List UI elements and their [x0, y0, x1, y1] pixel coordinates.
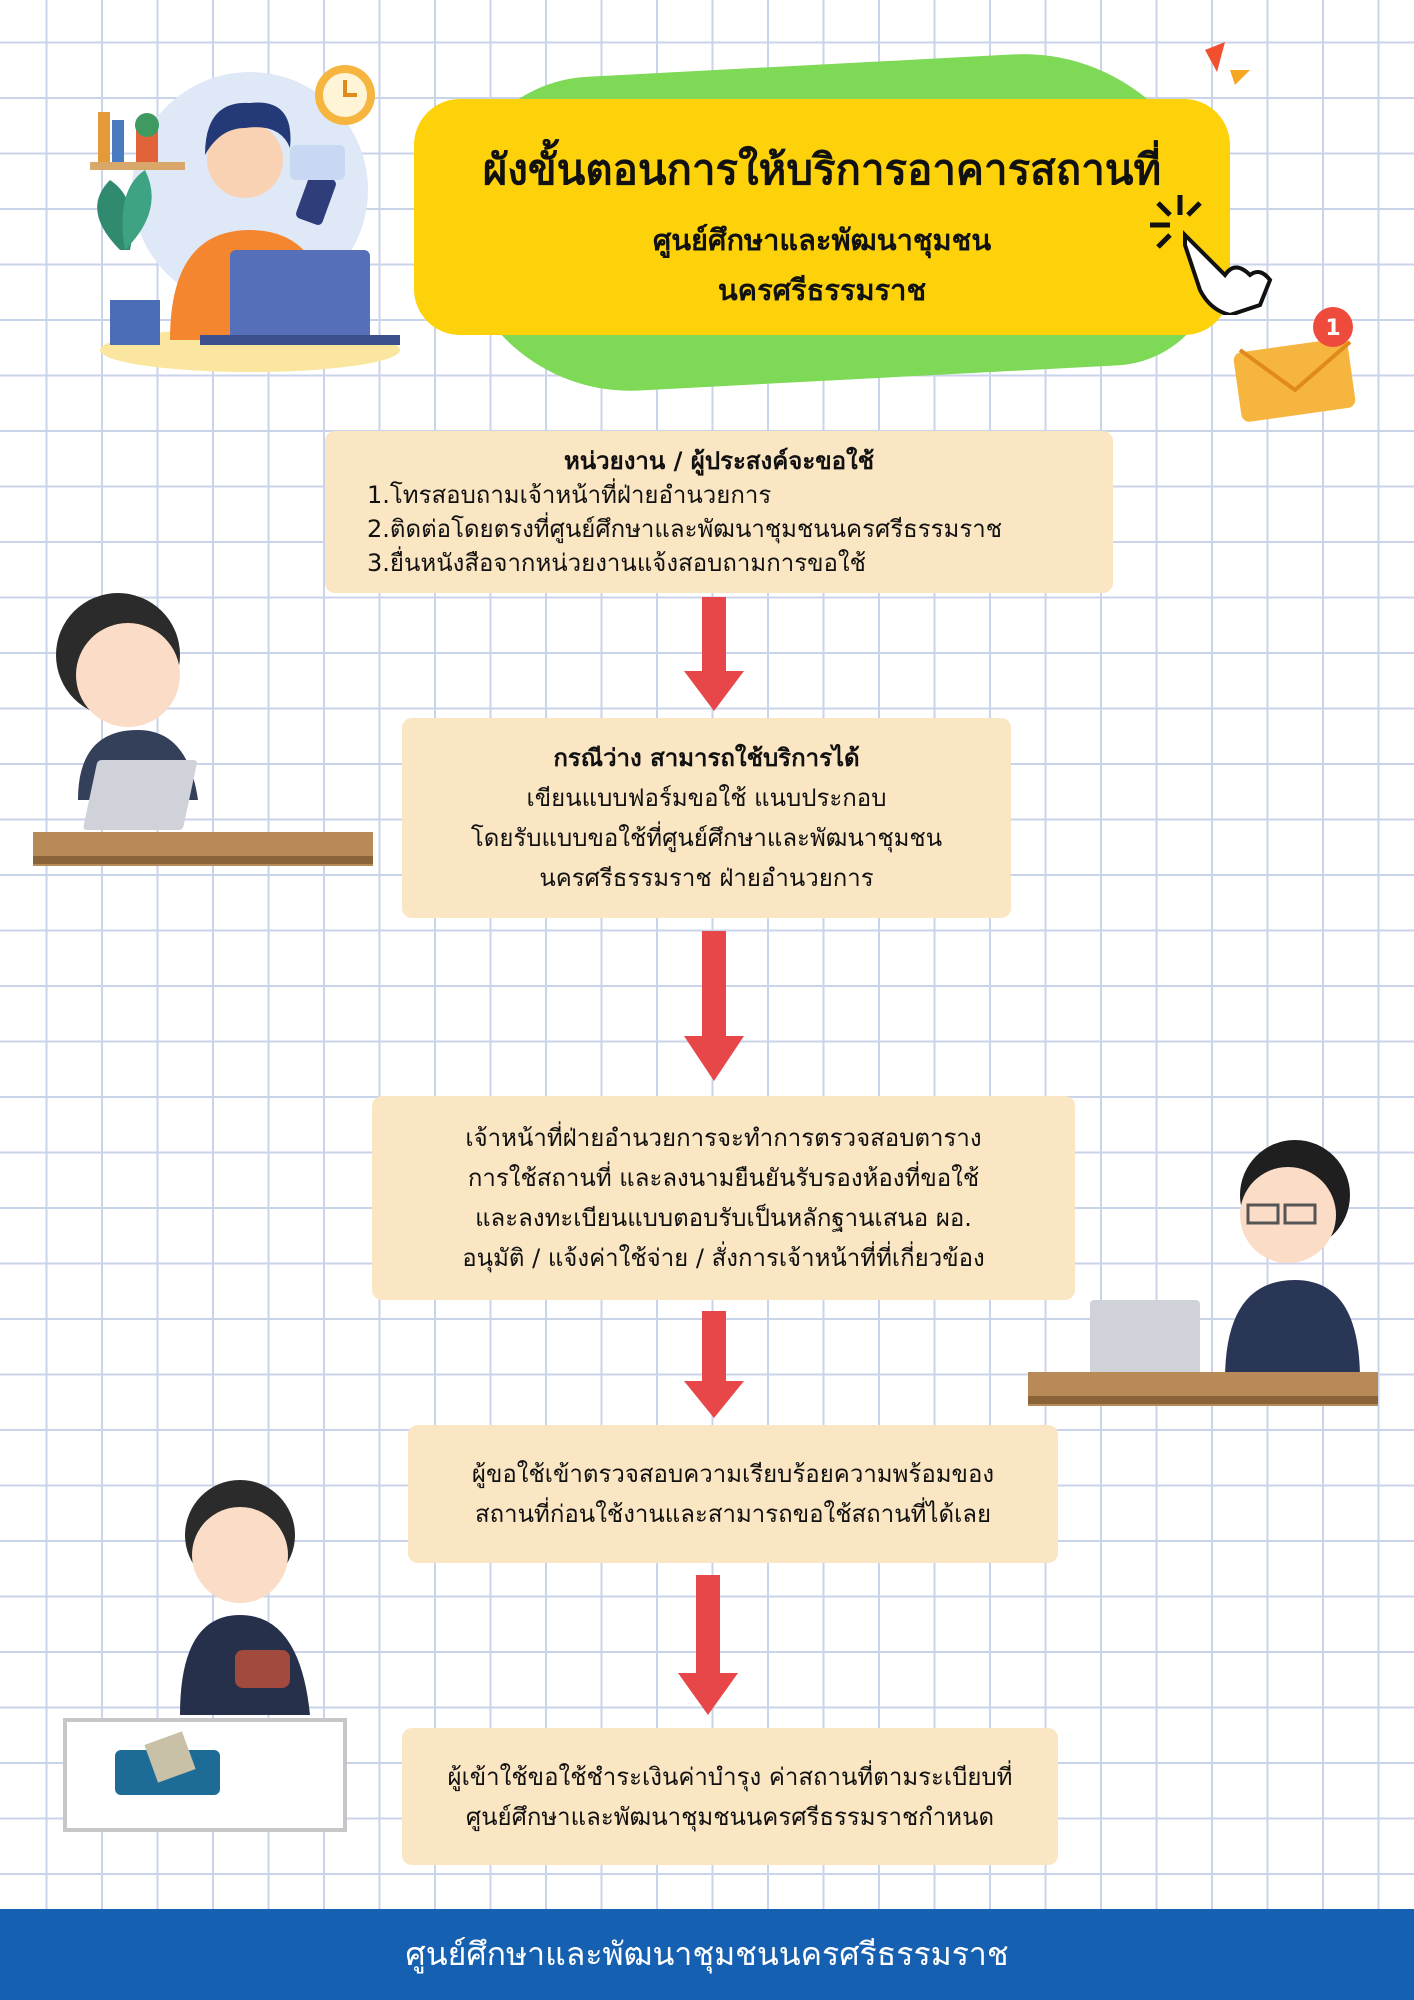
step-2-line-3: นครศรีธรรมราช ฝ่ายอำนวยการ — [539, 864, 874, 892]
woman-paying-illustration — [63, 1480, 347, 1832]
down-arrow-1 — [684, 597, 744, 711]
page-subtitle-2: นครศรีธรรมราช — [717, 273, 927, 307]
step-5-box: ผู้เข้าใช้ขอใช้ชำระเงินค่าบำรุง ค่าสถานท… — [402, 1728, 1058, 1865]
step-2-line-1: เขียนแบบฟอร์มขอใช้ แนบประกอบ — [526, 784, 887, 812]
step-1-line-2: 2.ติดต่อโดยตรงที่ศูนย์ศึกษาและพัฒนาชุมชน… — [367, 515, 1003, 543]
step-3-line-1: เจ้าหน้าที่ฝ่ายอำนวยการจะทำการตรวจสอบตาร… — [465, 1124, 982, 1152]
header-banner: ผังขั้นตอนการให้บริการอาคารสถานที่ ศูนย์… — [414, 99, 1230, 335]
step-1-box: หน่วยงาน / ผู้ประสงค์จะขอใช้ 1.โทรสอบถาม… — [325, 431, 1113, 593]
person-laptop-illustration — [90, 65, 400, 372]
step-1-line-1: 1.โทรสอบถามเจ้าหน้าที่ฝ่ายอำนวยการ — [367, 481, 772, 509]
footer-bar: ศูนย์ศึกษาและพัฒนาชุมชนนครศรีธรรมราช — [0, 1909, 1414, 2000]
step-1-line-3: 3.ยื่นหนังสือจากหน่วยงานแจ้งสอบถามการขอใ… — [367, 549, 866, 577]
spark-icon — [1205, 42, 1250, 85]
step-1-heading: หน่วยงาน / ผู้ประสงค์จะขอใช้ — [563, 447, 875, 475]
step-4-line-2: สถานที่ก่อนใช้งานและสามารถขอใช้สถานที่ได… — [474, 1500, 992, 1528]
step-5-line-1: ผู้เข้าใช้ขอใช้ชำระเงินค่าบำรุง ค่าสถานท… — [447, 1762, 1013, 1791]
mail-notification-icon: 1 — [1233, 307, 1356, 422]
step-4-line-1: ผู้ขอใช้เข้าตรวจสอบความเรียบร้อยความพร้อ… — [471, 1460, 995, 1488]
step-5-line-2: ศูนย์ศึกษาและพัฒนาชุมชนนครศรีธรรมราชกำหน… — [465, 1802, 995, 1831]
step-2-box: กรณีว่าง สามารถใช้บริการได้ เขียนแบบฟอร์… — [402, 718, 1011, 918]
down-arrow-4 — [678, 1575, 738, 1715]
page-title: ผังขั้นตอนการให้บริการอาคารสถานที่ — [482, 145, 1162, 194]
step-3-line-3: และลงทะเบียนแบบตอบรับเป็นหลักฐานเสนอ ผอ. — [475, 1204, 972, 1232]
down-arrow-3 — [684, 1311, 744, 1418]
step-3-box: เจ้าหน้าที่ฝ่ายอำนวยการจะทำการตรวจสอบตาร… — [372, 1096, 1075, 1300]
step-3-line-2: การใช้สถานที่ และลงนามยืนยันรับรองห้องที… — [467, 1164, 980, 1192]
step-4-box: ผู้ขอใช้เข้าตรวจสอบความเรียบร้อยความพร้อ… — [408, 1425, 1058, 1563]
step-2-heading: กรณีว่าง สามารถใช้บริการได้ — [553, 744, 860, 772]
down-arrow-2 — [684, 931, 744, 1081]
step-3-line-4: อนุมัติ / แจ้งค่าใช้จ่าย / สั่งการเจ้าหน… — [462, 1244, 985, 1272]
step-2-line-2: โดยรับแบบขอใช้ที่ศูนย์ศึกษาและพัฒนาชุมชน — [470, 824, 943, 852]
man-at-desk-illustration — [1028, 1140, 1378, 1406]
notification-badge-count: 1 — [1325, 316, 1340, 341]
pointing-hand-icon — [1150, 195, 1273, 315]
page-subtitle-1: ศูนย์ศึกษาและพัฒนาชุมชน — [652, 223, 992, 257]
woman-at-desk-illustration — [33, 593, 373, 866]
